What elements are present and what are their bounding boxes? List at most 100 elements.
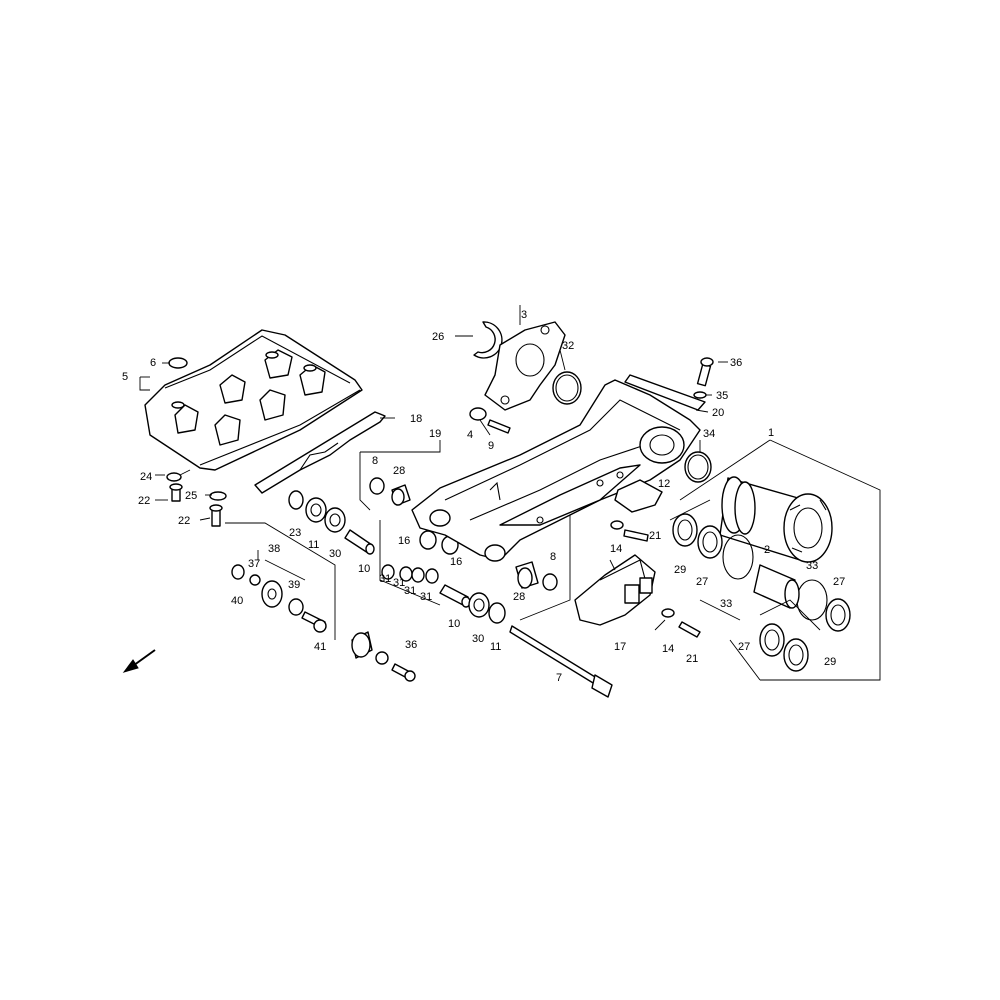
callout-7: 7 <box>556 672 562 684</box>
o-ring-part <box>796 579 828 621</box>
collar-part <box>515 561 539 589</box>
pivot-bolt-part <box>509 625 613 698</box>
dust-seal-part <box>488 602 506 624</box>
callout-2: 2 <box>764 544 770 556</box>
distance-collar-part <box>753 564 800 609</box>
washer-part <box>209 491 227 501</box>
snap-ring-part <box>473 321 503 359</box>
callout-29-right: 29 <box>824 656 836 668</box>
collar-part <box>249 574 261 586</box>
callout-40: 40 <box>231 595 243 607</box>
callout-21-top: 21 <box>649 530 661 542</box>
needle-bearing-part <box>381 564 395 580</box>
callout-30-left: 30 <box>329 548 341 560</box>
callout-31-a: 31 <box>379 573 391 585</box>
callout-37: 37 <box>248 558 260 570</box>
nut-part <box>469 407 487 421</box>
bearing-part <box>468 592 490 618</box>
bolt-part <box>169 483 183 502</box>
callout-3: 3 <box>521 309 527 321</box>
callout-12: 12 <box>658 478 670 490</box>
bolt-part <box>209 504 223 527</box>
callout-28-bottom: 28 <box>513 591 525 603</box>
roller-part <box>351 631 373 659</box>
eccentric-hub-part <box>719 476 833 563</box>
callout-31-c: 31 <box>404 585 416 597</box>
callout-labels: 1 2 3 4 5 6 7 8 8 9 10 10 11 11 12 14 14… <box>122 309 845 684</box>
dust-seal-part <box>672 513 698 547</box>
callout-14-top: 14 <box>610 543 622 555</box>
callout-1: 1 <box>768 427 774 439</box>
needle-bearing-part <box>411 567 425 583</box>
bolt-part <box>301 611 327 633</box>
callout-31-b: 31 <box>393 577 405 589</box>
callout-27-left: 27 <box>696 576 708 588</box>
callout-36-top: 36 <box>730 357 742 369</box>
callout-28-top: 28 <box>393 465 405 477</box>
callout-16-right: 16 <box>450 556 462 568</box>
o-ring-part <box>722 534 754 580</box>
callout-16-left: 16 <box>398 535 410 547</box>
callout-32: 32 <box>562 340 574 352</box>
callout-39: 39 <box>288 579 300 591</box>
callout-31-d: 31 <box>420 591 432 603</box>
swingarm-part <box>411 379 701 562</box>
bearing-part <box>324 507 346 533</box>
collar-part <box>391 484 411 506</box>
callout-4: 4 <box>467 429 473 441</box>
callout-35: 35 <box>716 390 728 402</box>
chain-slider-part <box>254 411 386 494</box>
callout-30-bottom: 30 <box>472 633 484 645</box>
o-ring-part <box>552 371 582 405</box>
skid-plate-part <box>144 329 363 471</box>
washer-part <box>693 391 707 399</box>
callout-11-left: 11 <box>308 539 319 551</box>
pivot-collar-part <box>344 529 375 555</box>
callout-10-left: 10 <box>358 563 370 575</box>
callout-14-bottom: 14 <box>662 643 674 655</box>
callout-22-bottom: 22 <box>178 515 190 527</box>
dust-seal-part <box>783 638 809 672</box>
roller-part <box>261 580 283 608</box>
callout-10-bottom: 10 <box>448 618 460 630</box>
pivot-cap-part <box>288 490 304 510</box>
bearing-part <box>759 623 785 657</box>
callout-34: 34 <box>703 428 715 440</box>
callout-25: 25 <box>185 490 197 502</box>
collar-part <box>288 598 304 616</box>
bolt-part <box>487 419 511 434</box>
callout-21-bottom: 21 <box>686 653 698 665</box>
cap-part <box>369 477 385 495</box>
callout-33-left: 33 <box>720 598 732 610</box>
callout-26: 26 <box>432 331 444 343</box>
dust-seal-part <box>305 497 327 523</box>
bearing-part <box>697 525 723 559</box>
callout-38: 38 <box>268 543 280 555</box>
callout-29-left: 29 <box>674 564 686 576</box>
callout-22-top: 22 <box>138 495 150 507</box>
assembly-guide-lines <box>139 305 881 681</box>
washer-part <box>610 520 624 530</box>
collar-part <box>166 472 182 482</box>
callout-20: 20 <box>712 407 724 419</box>
callout-19: 19 <box>429 428 441 440</box>
callout-18: 18 <box>410 413 422 425</box>
callout-36-bottom: 36 <box>405 639 417 651</box>
bolt-part <box>678 621 701 638</box>
callout-11-bottom: 11 <box>490 641 501 653</box>
needle-bearing-part <box>425 568 439 584</box>
callout-33-right: 33 <box>806 560 818 572</box>
nut-part <box>231 564 245 580</box>
cap-part <box>542 573 558 591</box>
collar-part <box>375 651 389 665</box>
slider-pad-part <box>614 479 663 513</box>
parts-drawing <box>144 321 851 698</box>
bolt-part <box>623 529 649 542</box>
o-ring-part <box>684 451 712 483</box>
callout-6: 6 <box>150 357 156 369</box>
washer-part <box>168 357 188 369</box>
callout-17: 17 <box>614 641 626 653</box>
callout-5: 5 <box>122 371 128 383</box>
callout-41: 41 <box>314 641 326 653</box>
